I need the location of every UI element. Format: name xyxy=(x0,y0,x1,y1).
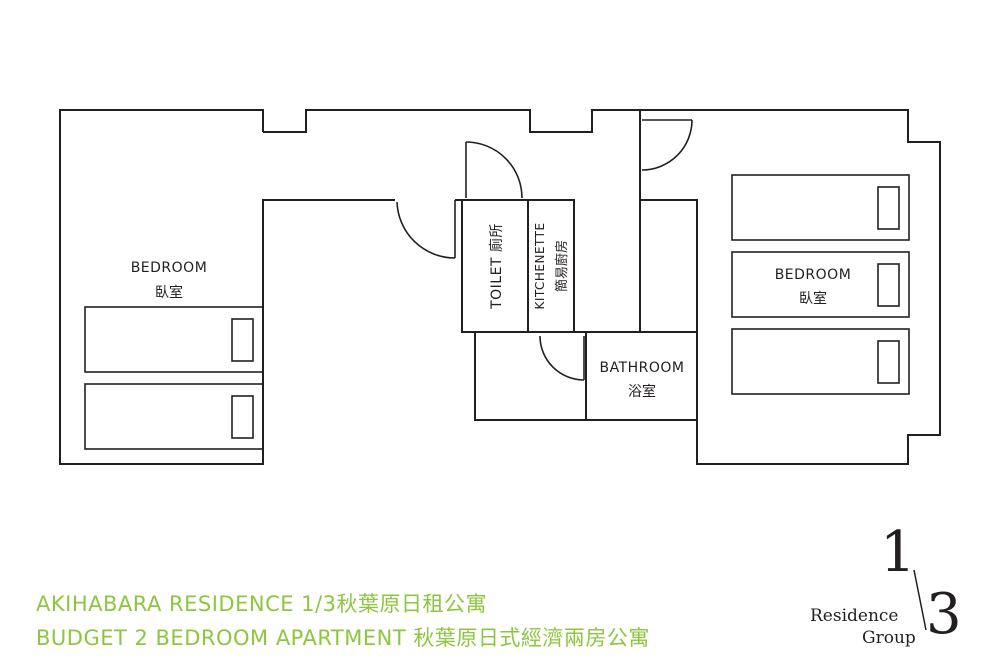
kitchenette-label-zh: 簡易廚房 xyxy=(554,240,570,292)
bedroom-left-label-zh: 臥室 xyxy=(155,284,183,301)
logo-word-group: Group xyxy=(862,628,916,648)
right-door-swing xyxy=(641,119,693,171)
entry-door-swing xyxy=(396,201,456,259)
top-wall xyxy=(263,109,640,133)
kitchenette-label: KITCHENETTE xyxy=(533,222,547,309)
bed-right-3 xyxy=(731,328,910,395)
caption-line-1: AKIHABARA RESIDENCE 1/3秋葉原日租公寓 xyxy=(36,592,487,616)
toilet-label: TOILET 廁所 xyxy=(488,223,505,310)
bedroom-left-label: BEDROOM xyxy=(131,260,208,276)
bed-left-2 xyxy=(84,383,264,450)
logo-slash-line xyxy=(913,569,927,631)
right-bedroom-walls xyxy=(640,109,941,465)
logo-denominator: 3 xyxy=(926,582,962,647)
bed-right-2 xyxy=(731,251,910,318)
bathroom-label-zh: 浴室 xyxy=(628,383,656,400)
toilet-door-swing xyxy=(465,141,523,199)
logo-numerator: 1 xyxy=(880,520,916,585)
bed-right-1 xyxy=(731,174,910,241)
caption-line-2: BUDGET 2 BEDROOM APARTMENT 秋葉原日式經濟兩房公寓 xyxy=(36,626,650,650)
bath-door-swing xyxy=(539,335,585,381)
logo-word-residence: Residence xyxy=(810,606,899,626)
left-bedroom-walls xyxy=(59,109,395,465)
bathroom-label: BATHROOM xyxy=(599,360,684,376)
bedroom-right-label-zh: 臥室 xyxy=(799,290,827,307)
bed-left-1 xyxy=(84,306,264,373)
bedroom-right-label: BEDROOM xyxy=(775,267,852,283)
toilet-kitchenette-box xyxy=(461,199,575,333)
